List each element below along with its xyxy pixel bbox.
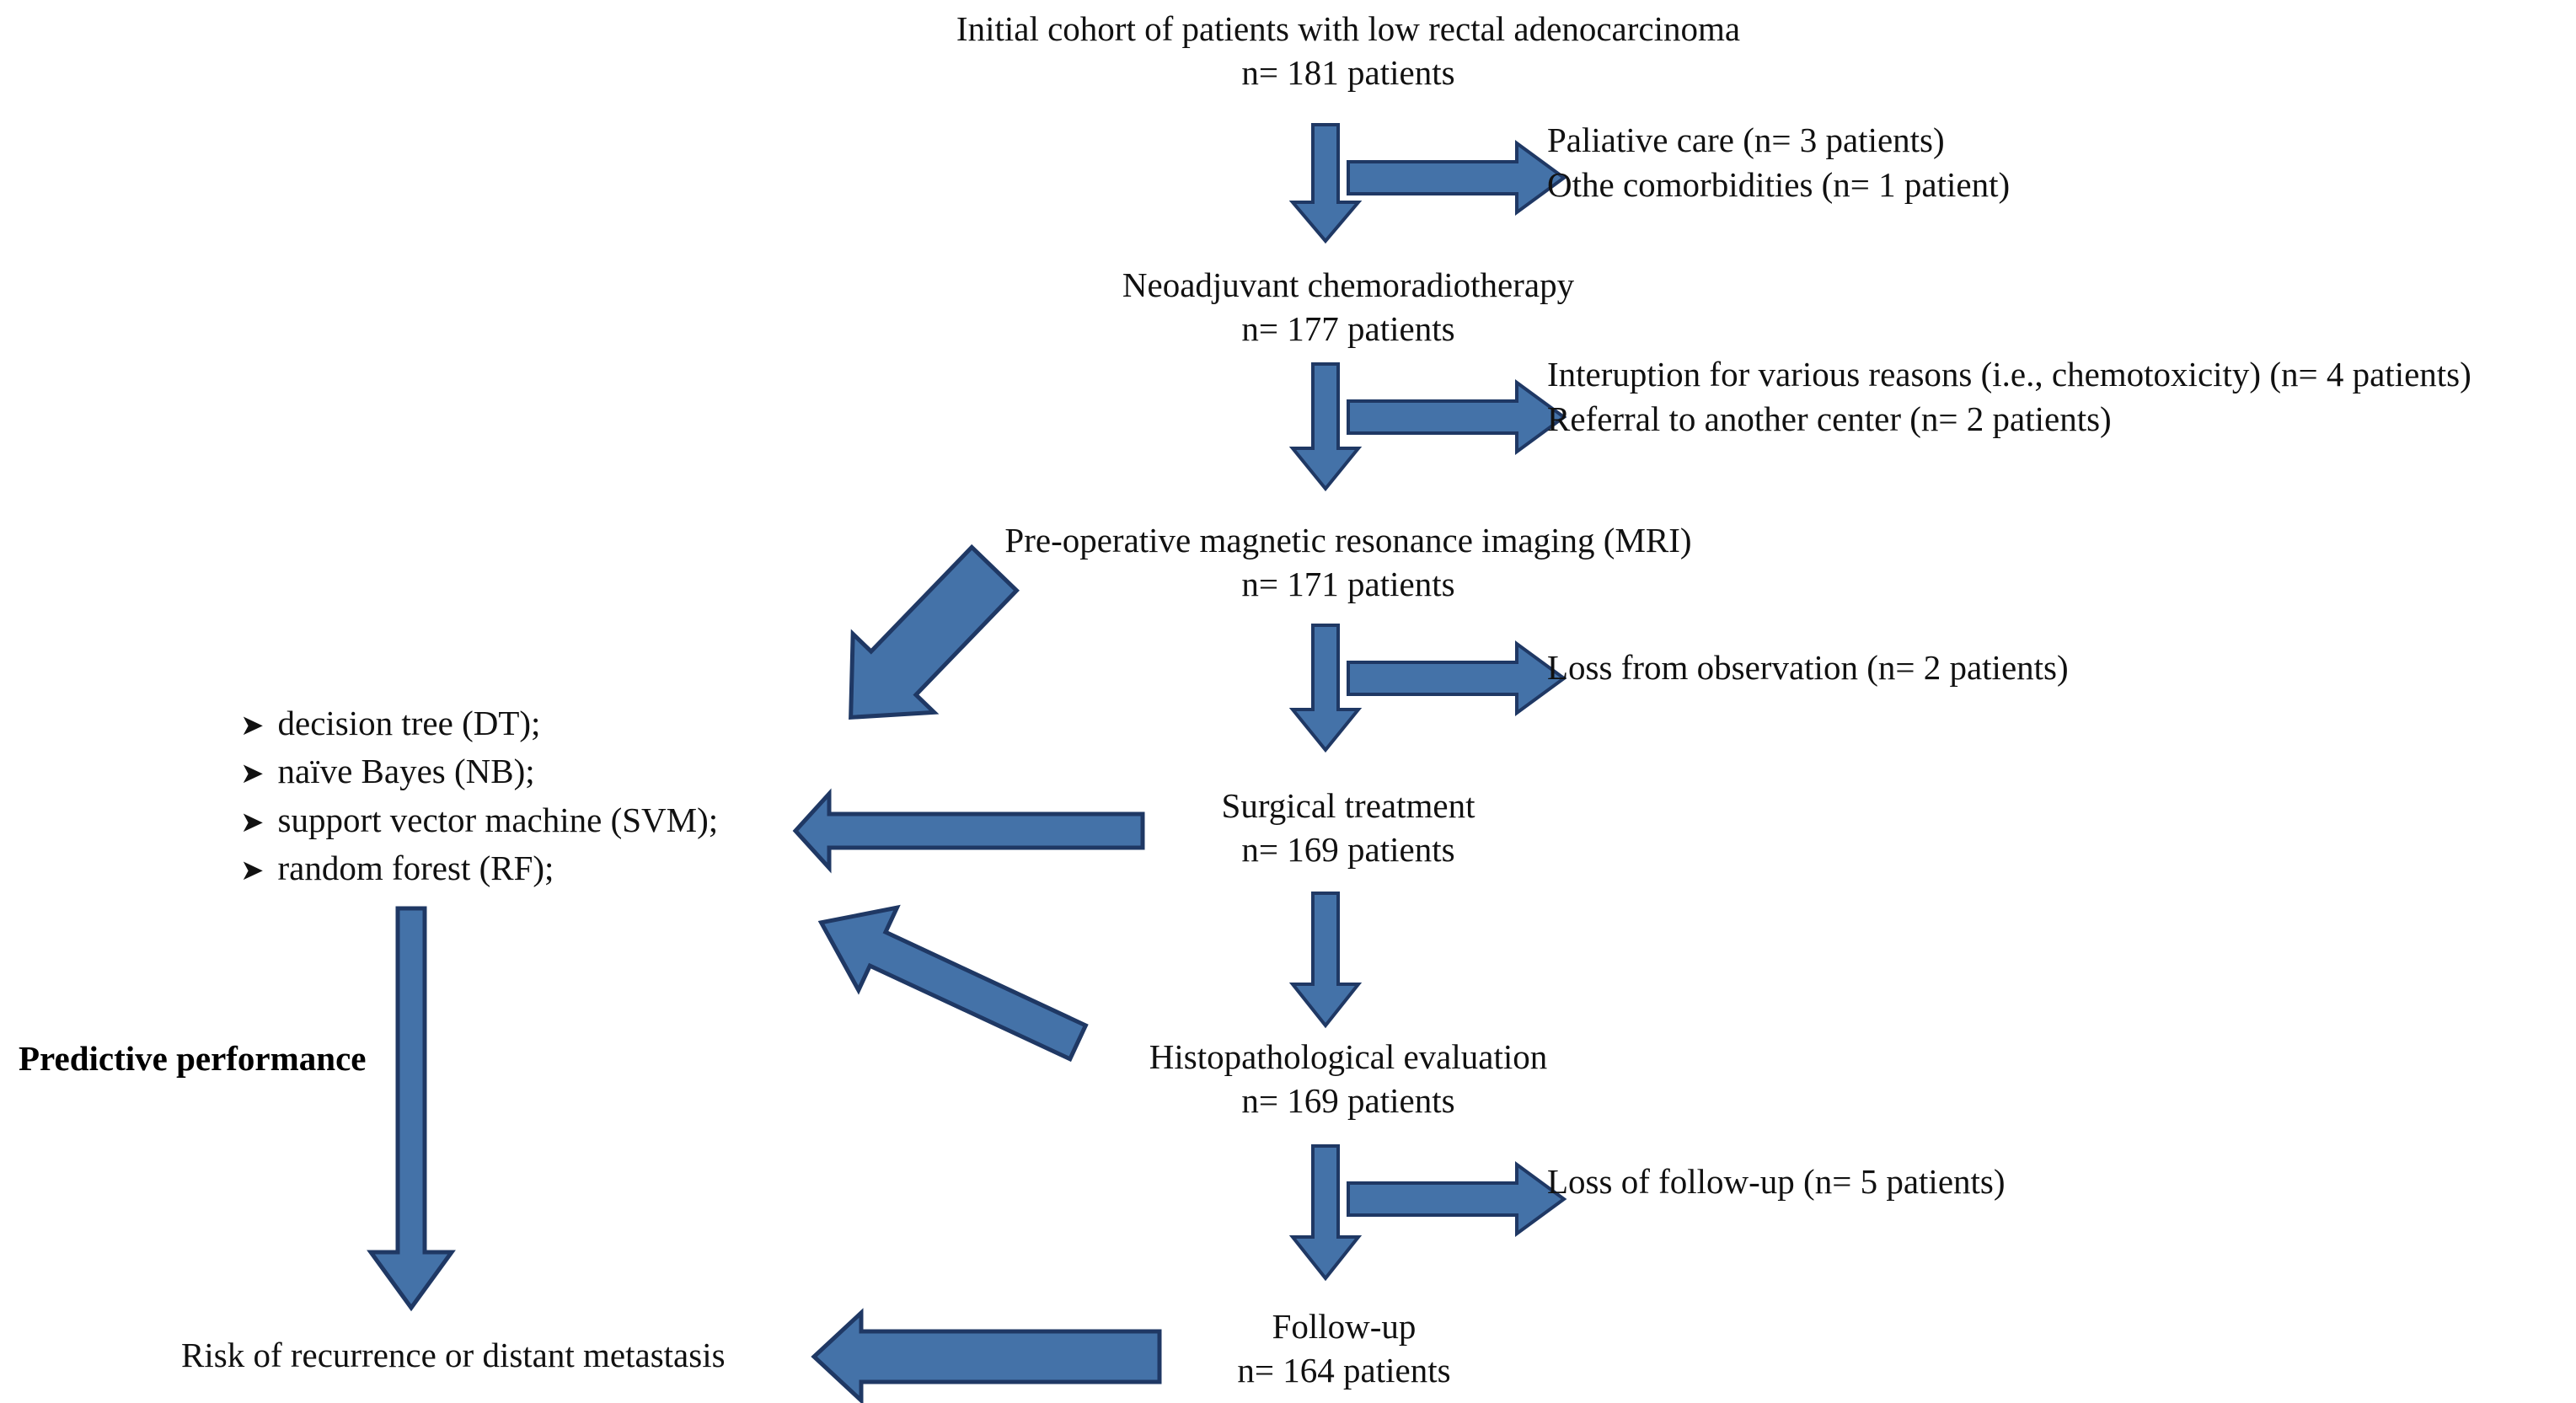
algorithm-item-decision-tree: ➤ decision tree (DT); [240, 699, 718, 747]
node-surgical-treatment: Surgical treatment n= 169 patients [994, 784, 1702, 872]
node-followup-line1: Follow-up [1272, 1307, 1417, 1346]
exclusion-after-mri: Loss from observation (n= 2 patients) [1547, 645, 2069, 690]
node-neoadjuvant-line2: n= 177 patients [1241, 309, 1455, 349]
node-mri-line2: n= 171 patients [1241, 565, 1455, 604]
exclusion-after-initial-line1: Paliative care (n= 3 patients) [1547, 120, 1945, 159]
algorithm-item-naive-bayes: ➤ naïve Bayes (NB); [240, 747, 718, 795]
algorithm-item-label: decision tree (DT); [277, 704, 541, 742]
node-followup-line2: n= 164 patients [1237, 1351, 1451, 1390]
arrow-down-histopathology-to-followup [1288, 1144, 1363, 1282]
node-surgical-treatment-line2: n= 169 patients [1241, 830, 1455, 870]
node-mri: Pre-operative magnetic resonance imaging… [843, 518, 1854, 607]
exclusion-after-initial: Paliative care (n= 3 patients) Othe como… [1547, 118, 2010, 208]
node-mri-line1: Pre-operative magnetic resonance imaging… [1004, 521, 1692, 560]
arrow-diagonal-histopathology-to-algorithms [805, 881, 1091, 1083]
algorithm-item-support-vector-machine: ➤ support vector machine (SVM); [240, 796, 718, 844]
bullet-arrow-icon: ➤ [240, 757, 265, 791]
node-histopathological-evaluation-line1: Histopathological evaluation [1149, 1037, 1548, 1076]
arrow-down-initial-to-neoadjuvant [1288, 123, 1363, 244]
node-initial-cohort-line2: n= 181 patients [1241, 53, 1455, 93]
algorithm-item-label: support vector machine (SVM); [277, 800, 719, 839]
arrow-right-exclusion-histopathology [1347, 1161, 1567, 1237]
arrow-right-exclusion-neoadjuvant [1347, 379, 1567, 455]
node-neoadjuvant: Neoadjuvant chemoradiotherapy n= 177 pat… [868, 263, 1829, 351]
node-neoadjuvant-line1: Neoadjuvant chemoradiotherapy [1122, 265, 1575, 304]
exclusion-after-histopathology-line1: Loss of follow-up (n= 5 patients) [1547, 1162, 2006, 1201]
node-followup: Follow-up n= 164 patients [1036, 1304, 1652, 1393]
exclusion-after-neoadjuvant-line2: Referral to another center (n= 2 patient… [1547, 399, 2112, 439]
algorithm-list: ➤ decision tree (DT); ➤ naïve Bayes (NB)… [240, 699, 718, 893]
exclusion-after-neoadjuvant: Interuption for various reasons (i.e., c… [1547, 352, 2472, 442]
node-histopathological-evaluation: Histopathological evaluation n= 169 pati… [969, 1035, 1727, 1123]
algorithm-item-random-forest: ➤ random forest (RF); [240, 844, 718, 892]
exclusion-after-mri-line1: Loss from observation (n= 2 patients) [1547, 648, 2069, 687]
node-histopathological-evaluation-line2: n= 169 patients [1241, 1081, 1455, 1121]
arrow-down-surgery-to-histopathology [1288, 892, 1363, 1029]
risk-outcome-label: Risk of recurrence or distant metastasis [181, 1336, 726, 1374]
predictive-performance-label: Predictive performance [19, 1039, 367, 1078]
exclusion-after-histopathology: Loss of follow-up (n= 5 patients) [1547, 1159, 2006, 1204]
bullet-arrow-icon: ➤ [240, 854, 265, 888]
arrow-down-mri-to-surgery [1288, 624, 1363, 753]
exclusion-after-initial-line2: Othe comorbidities (n= 1 patient) [1547, 165, 2011, 205]
arrow-right-exclusion-initial [1347, 140, 1567, 216]
arrow-diagonal-mri-to-algorithms [816, 544, 1026, 742]
exclusion-after-neoadjuvant-line1: Interuption for various reasons (i.e., c… [1547, 355, 2472, 394]
arrow-down-predictive-performance [367, 906, 463, 1313]
algorithm-item-label: naïve Bayes (NB); [277, 752, 535, 791]
node-initial-cohort-line1: Initial cohort of patients with low rect… [956, 9, 1741, 48]
bullet-arrow-icon: ➤ [240, 805, 265, 839]
arrow-left-surgery-to-algorithms [792, 788, 1146, 874]
node-initial-cohort: Initial cohort of patients with low rect… [868, 7, 1829, 95]
algorithm-item-label: random forest (RF); [277, 849, 554, 888]
arrow-down-neoadjuvant-to-mri [1288, 362, 1363, 492]
arrow-right-exclusion-mri [1347, 640, 1567, 716]
bullet-arrow-icon: ➤ [240, 709, 265, 742]
node-surgical-treatment-line1: Surgical treatment [1221, 786, 1475, 825]
arrow-left-followup-to-risk-outcome [809, 1308, 1163, 1403]
